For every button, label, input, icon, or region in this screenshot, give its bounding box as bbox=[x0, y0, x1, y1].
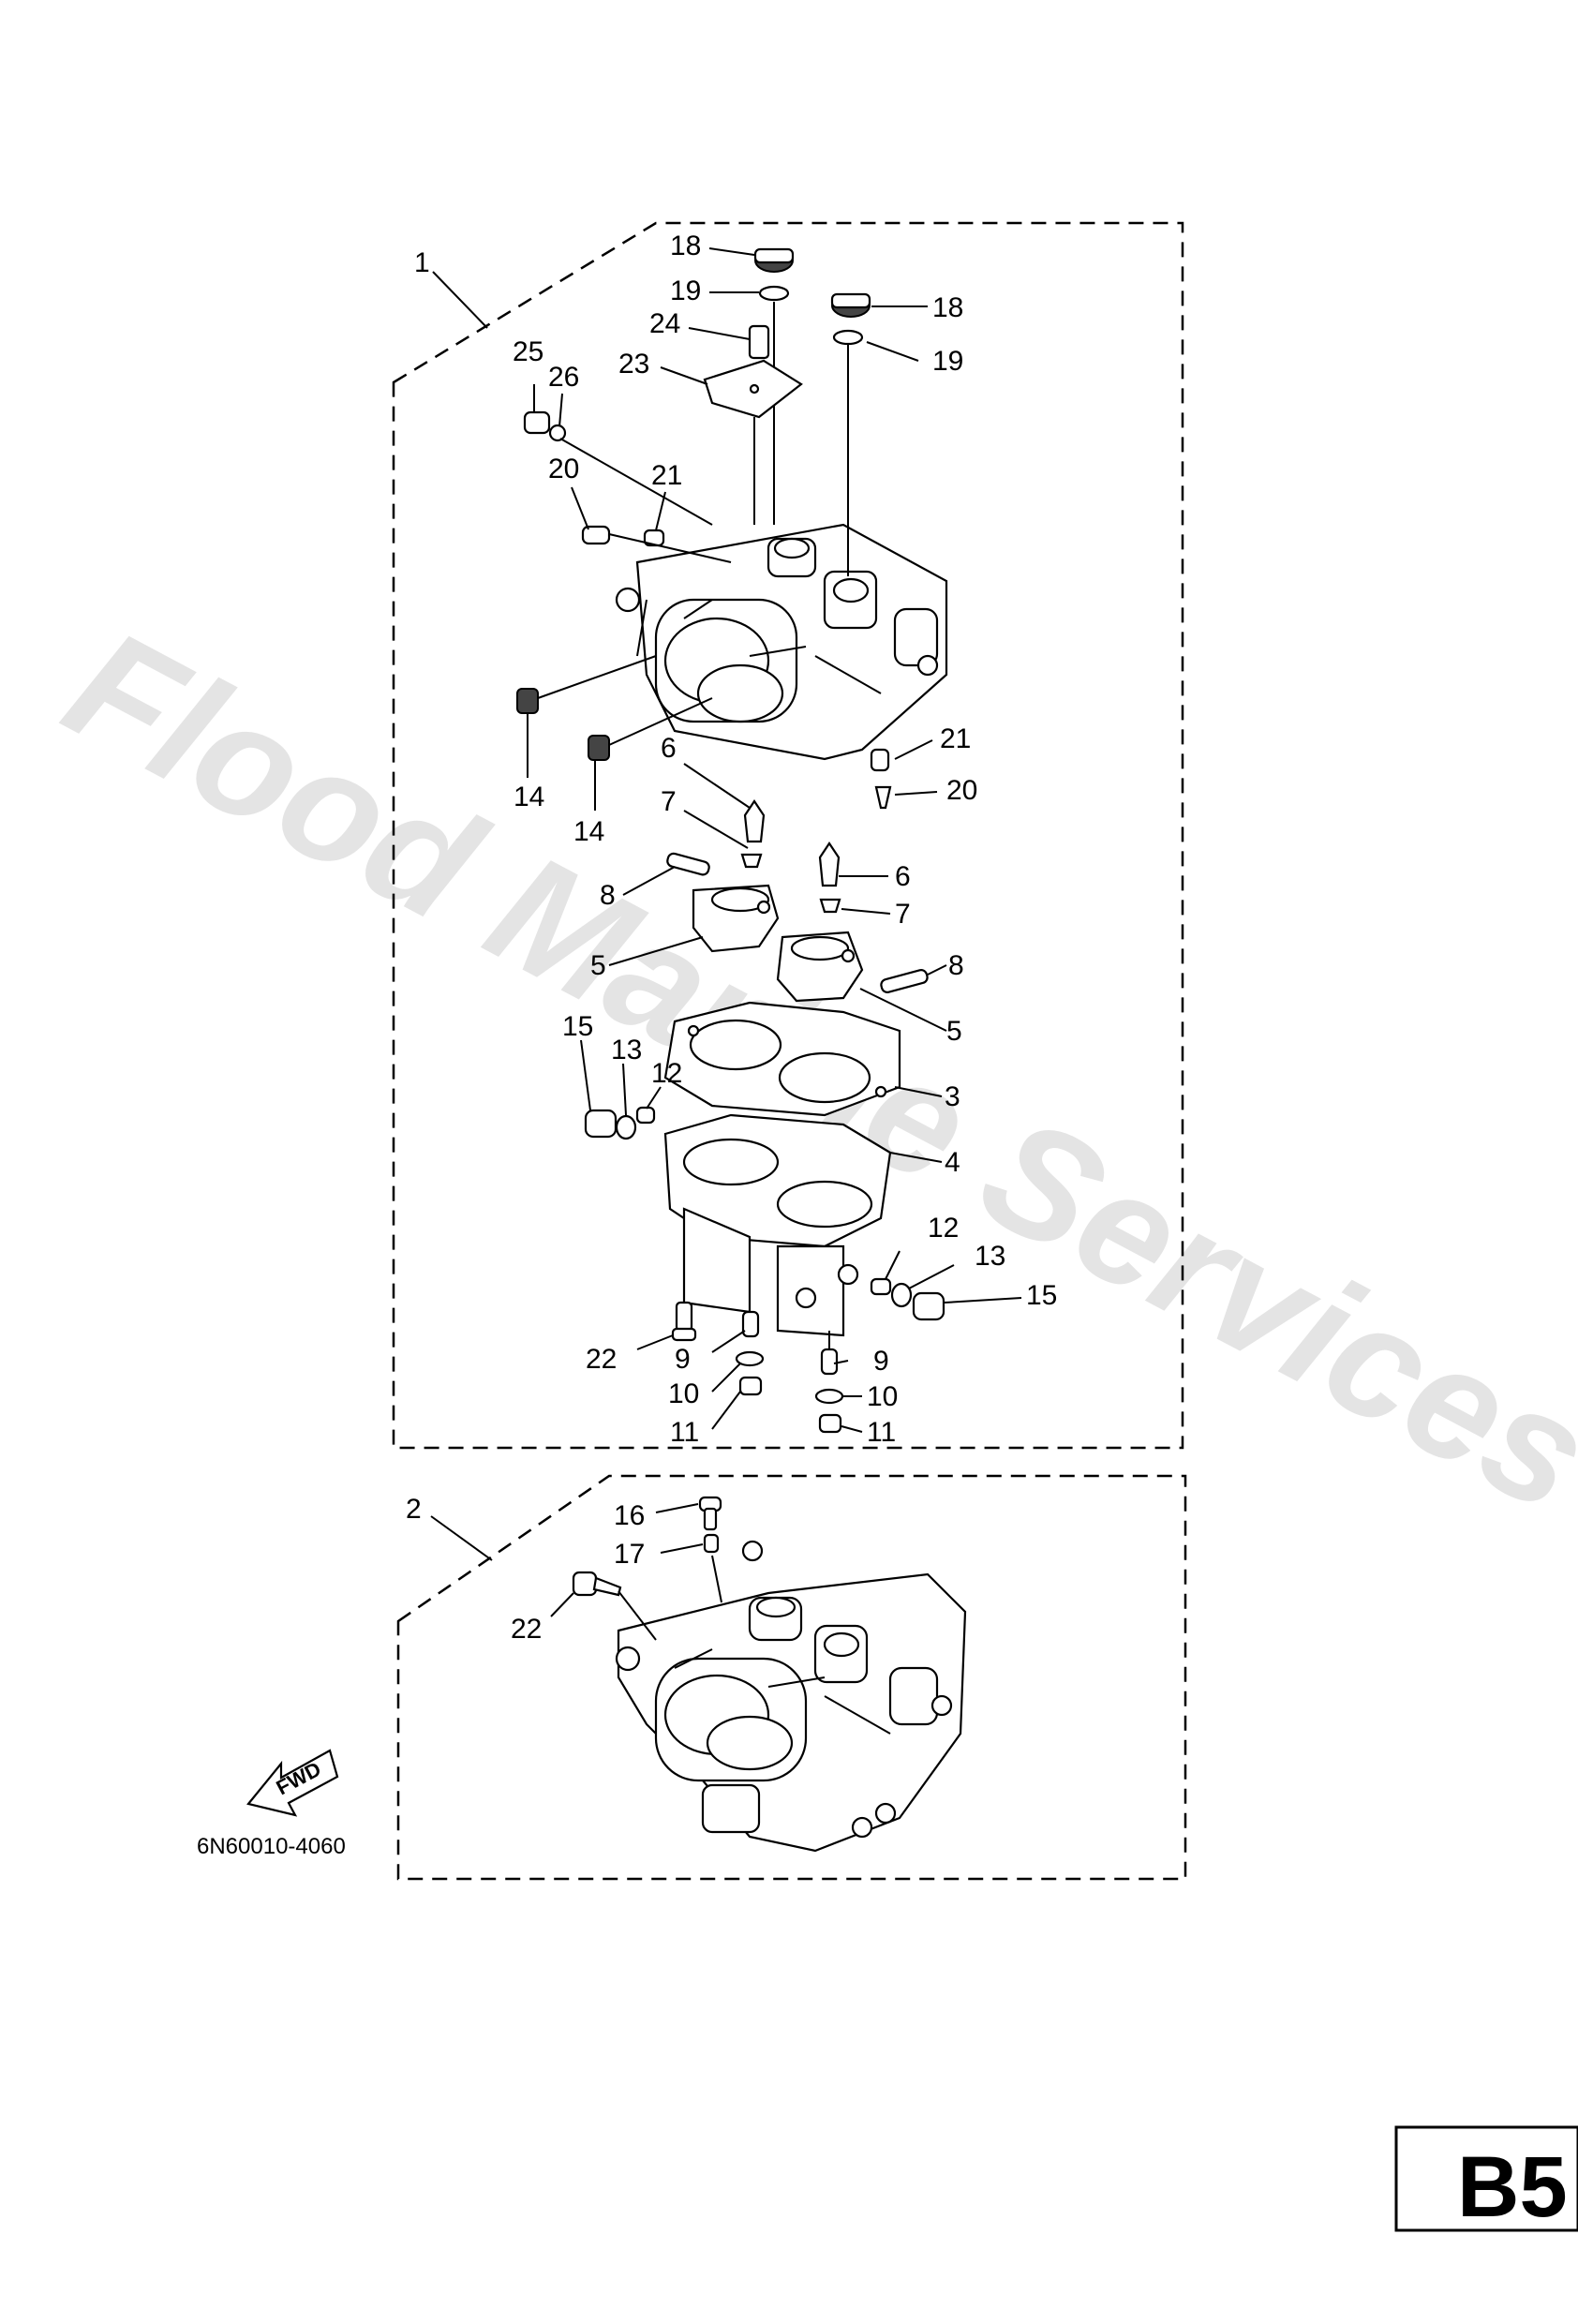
callout-22-lower: 22 bbox=[511, 1614, 542, 1645]
callout-25: 25 bbox=[513, 336, 543, 367]
callout-16: 16 bbox=[614, 1500, 645, 1531]
callout-15-left: 15 bbox=[562, 1011, 593, 1042]
cover-plate-23-24 bbox=[703, 324, 803, 525]
callout-6-left: 6 bbox=[661, 733, 677, 764]
page-tag: B5 bbox=[1394, 2125, 1578, 2235]
assembly-1-boundary bbox=[392, 221, 1184, 1450]
callout-8-left: 8 bbox=[600, 880, 616, 911]
callouts-assembly-1: 1 18 19 18 19 24 23 25 26 20 21 14 14 21… bbox=[414, 231, 1057, 1448]
callout-13-right: 13 bbox=[975, 1241, 1005, 1272]
callout-23: 23 bbox=[618, 349, 649, 380]
gasket-3 bbox=[663, 1001, 901, 1117]
callout-2: 2 bbox=[406, 1494, 422, 1525]
callout-7-right: 7 bbox=[895, 899, 911, 930]
assembly-1: 1 18 19 18 19 24 23 25 26 20 21 14 14 21… bbox=[392, 221, 1184, 1450]
callout-15-right: 15 bbox=[1026, 1280, 1057, 1311]
callout-1: 1 bbox=[414, 247, 430, 278]
float-assembly-left bbox=[666, 799, 780, 953]
float-assembly-right bbox=[776, 842, 929, 1003]
fwd-arrow-icon: FWD bbox=[246, 1749, 339, 1817]
float-bowl-4 bbox=[663, 1113, 892, 1337]
callout-10-left: 10 bbox=[668, 1378, 699, 1409]
callout-12-right: 12 bbox=[928, 1213, 959, 1244]
callout-24: 24 bbox=[649, 308, 680, 339]
callout-19-right: 19 bbox=[932, 346, 963, 377]
callout-20-right: 20 bbox=[946, 775, 977, 806]
callout-19-top: 19 bbox=[670, 276, 701, 306]
callout-17: 17 bbox=[614, 1539, 645, 1570]
callout-14-left: 14 bbox=[514, 782, 544, 812]
drain-screws-right bbox=[870, 1277, 945, 1321]
callout-11-right: 11 bbox=[867, 1417, 896, 1448]
carburetor-upper-body bbox=[615, 523, 948, 761]
callout-4: 4 bbox=[945, 1147, 960, 1178]
assembly-2-boundary bbox=[396, 1474, 1187, 1881]
leader-lines-2 bbox=[430, 1503, 704, 1617]
carburetor-lower-body bbox=[615, 1540, 967, 1853]
callout-10-right: 10 bbox=[867, 1381, 898, 1412]
callout-6-right: 6 bbox=[895, 861, 911, 892]
leader-lines-1 bbox=[432, 247, 1022, 1433]
plug-screws-18-19 bbox=[753, 247, 871, 576]
part-code: 6N60010-4060 bbox=[197, 1834, 346, 1859]
callout-8-right: 8 bbox=[948, 950, 964, 981]
callout-13-left: 13 bbox=[611, 1035, 642, 1065]
callout-21-upper: 21 bbox=[651, 460, 682, 491]
callout-22-upper: 22 bbox=[586, 1344, 617, 1375]
callout-26: 26 bbox=[548, 362, 579, 393]
screws-16-17-22 bbox=[572, 1496, 722, 1641]
callout-21-right: 21 bbox=[940, 723, 971, 754]
jets-14 bbox=[516, 655, 713, 761]
small-screws-25-26-20-21 bbox=[523, 410, 892, 810]
callouts-assembly-2: 2 16 17 22 bbox=[406, 1494, 645, 1645]
callout-9-right: 9 bbox=[873, 1346, 889, 1377]
assembly-2: 2 16 17 22 bbox=[396, 1474, 1187, 1881]
page-tag-text: B5 bbox=[1457, 2139, 1568, 2235]
callout-20-upper: 20 bbox=[548, 454, 579, 484]
callout-3: 3 bbox=[945, 1081, 960, 1112]
callout-18-top: 18 bbox=[670, 231, 701, 261]
callout-11-left: 11 bbox=[670, 1417, 699, 1448]
callout-7-left: 7 bbox=[661, 786, 677, 817]
drain-screws-left bbox=[584, 1106, 656, 1140]
callout-9-left: 9 bbox=[675, 1344, 691, 1375]
callout-12-left: 12 bbox=[651, 1058, 682, 1089]
callout-18-right: 18 bbox=[932, 292, 963, 323]
callout-14-right: 14 bbox=[573, 816, 604, 847]
bottom-bolts bbox=[671, 1228, 844, 1434]
callout-5-left: 5 bbox=[590, 950, 606, 981]
callout-5-right: 5 bbox=[946, 1016, 962, 1047]
